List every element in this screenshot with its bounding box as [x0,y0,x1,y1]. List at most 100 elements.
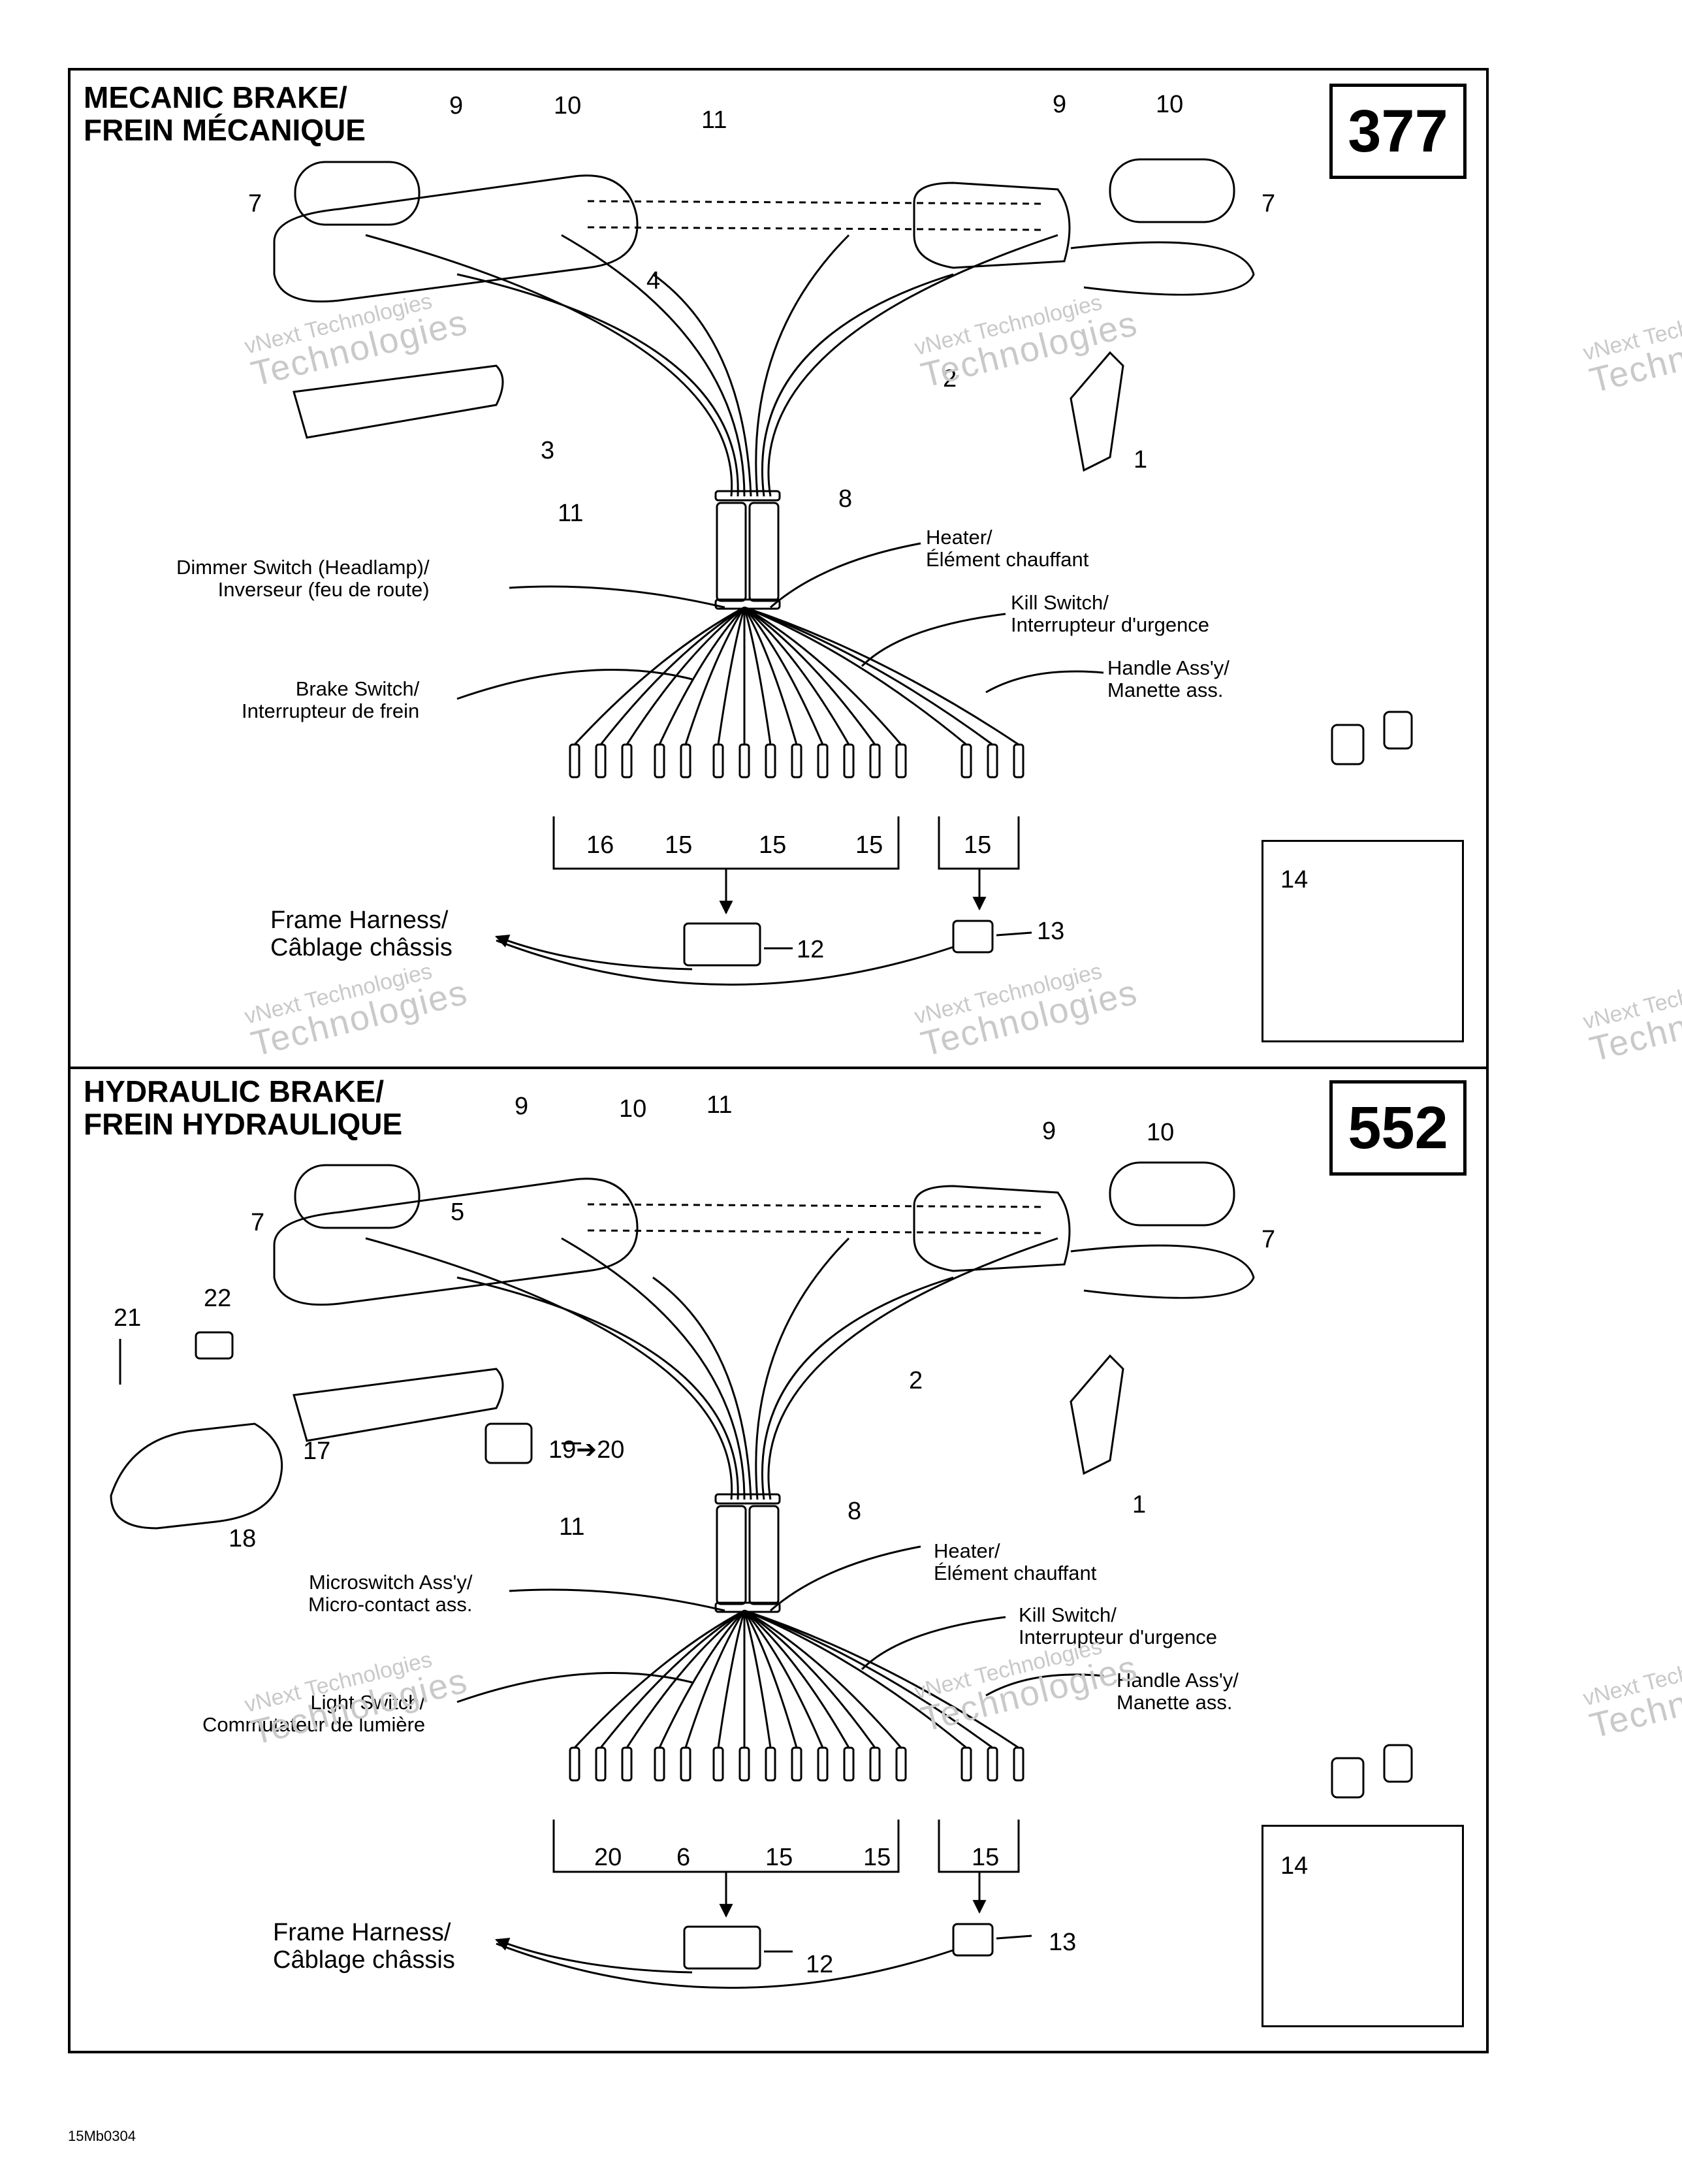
wire-terminal [1013,743,1024,779]
left-grip-heater [294,1164,420,1229]
part-number: 8 [848,1498,862,1525]
callout-handle-assy: Handle Ass'y/ Manette ass. [1107,656,1230,701]
callout-light-switch: Light Switch/ Commutateur de lumière [202,1691,426,1736]
small-connector [952,1923,994,1957]
switch-19 [484,1422,533,1464]
connector-wire [744,606,902,745]
harness-wire [561,1237,746,1500]
part-number: 22 [204,1285,232,1312]
handlebar-tube [587,1229,1045,1234]
part-number: 7 [1262,190,1276,217]
part-number: 12 [806,1951,834,1978]
wire-terminal [680,743,691,779]
connector-wire [744,606,850,745]
left-handle-housing [273,174,639,303]
wire-terminal [987,1746,998,1782]
inset-connector [1331,724,1365,765]
wire-terminal [595,743,607,779]
wire-terminal [569,1746,580,1782]
harness-wire [365,1237,733,1500]
part-number: 1 [1132,1491,1147,1518]
callout-frame-harness: Frame Harness/ Câblage châssis [270,907,452,961]
harness-wire [755,1237,850,1500]
wire-terminal [569,743,580,779]
callout-frame-harness: Frame Harness/ Câblage châssis [273,1919,455,1974]
connector-wire [743,607,772,745]
leader-line [509,585,725,609]
model-badge-552: 552 [1329,1080,1467,1176]
leader-line [770,542,921,609]
part-number: 21 [114,1304,142,1332]
main-connector [683,1925,761,1970]
right-grip-heater [1109,158,1235,223]
wire-terminal [791,1746,802,1782]
wire-terminal [817,1746,829,1782]
harness-wire [456,273,739,497]
part-number: 9 [1042,1117,1056,1145]
connector-wire [744,606,1019,746]
cable-tie-band [714,1493,781,1505]
part-number: 3 [541,437,555,464]
connector-wire [717,1610,746,1748]
connector-wire [626,1609,745,1748]
part-number: 10 [1156,91,1184,118]
callout-dimmer-switch: Dimmer Switch (Headlamp)/ Inverseur (feu… [176,556,430,601]
part-number: 2 [909,1367,923,1394]
part-number: 7 [248,190,262,217]
connector-wire [626,606,745,745]
part-number: 7 [251,1209,265,1236]
harness-wire [561,234,746,497]
part-number: 8 [838,485,853,513]
part-number: 19➔20 [548,1436,625,1464]
callout-kill-switch: Kill Switch/ Interrupteur d'urgence [1019,1603,1218,1648]
connector-wire [744,1609,967,1749]
connector-wire [744,606,967,746]
harness-wire [652,273,752,497]
connector-wire [743,1610,798,1748]
brake-lever [293,364,504,439]
connector-inset: 14 [1262,840,1464,1042]
right-handle-bar [1070,1244,1255,1299]
harness-wire [456,1276,739,1500]
connector-wire [744,1609,993,1749]
connector-wire [743,607,824,745]
wire-terminal [817,743,829,779]
harness-wire [767,1237,1058,1500]
part-number: 11 [558,500,584,527]
leader-line [985,1673,1104,1697]
inset-connector [1331,1757,1365,1799]
leader-line [456,668,693,700]
harness-sleeve [748,1505,780,1605]
leader-line [509,1588,725,1612]
part-number: 12 [797,936,825,963]
main-connector [683,922,761,967]
part-number: 5 [451,1198,465,1226]
leader-line [770,1545,921,1612]
wire-terminal [712,1746,724,1782]
wire-terminal [960,1746,972,1782]
part-number: 9 [515,1093,529,1120]
callout-microswitch-assy: Microswitch Ass'y/ Micro-contact ass. [308,1571,473,1616]
part-number: 20 [594,1844,622,1871]
connector-wire [658,1609,746,1748]
section-title-mechanic: MECANIC BRAKE/ FREIN MÉCANIQUE [84,80,366,147]
part-number: 15 [759,831,787,859]
connector-wire [743,1610,772,1748]
wire-terminal [869,743,881,779]
connector-wire [573,1609,745,1749]
part-number: 6 [676,1844,691,1871]
wire-terminal [791,743,802,779]
connector-wire [743,607,798,745]
bracket [1070,351,1124,472]
part-number: 9 [449,92,464,120]
model-badge-377: 377 [1329,84,1467,179]
part-number: 15 [855,831,883,859]
drawing-code: 15Mb0304 [68,2128,136,2144]
handlebar-tube [587,226,1045,231]
connector-wire [599,1609,745,1748]
connector-wire [658,606,746,745]
connector-wire [684,1610,746,1748]
part-number: 13 [1049,1929,1077,1956]
handlebar-tube [587,200,1045,205]
